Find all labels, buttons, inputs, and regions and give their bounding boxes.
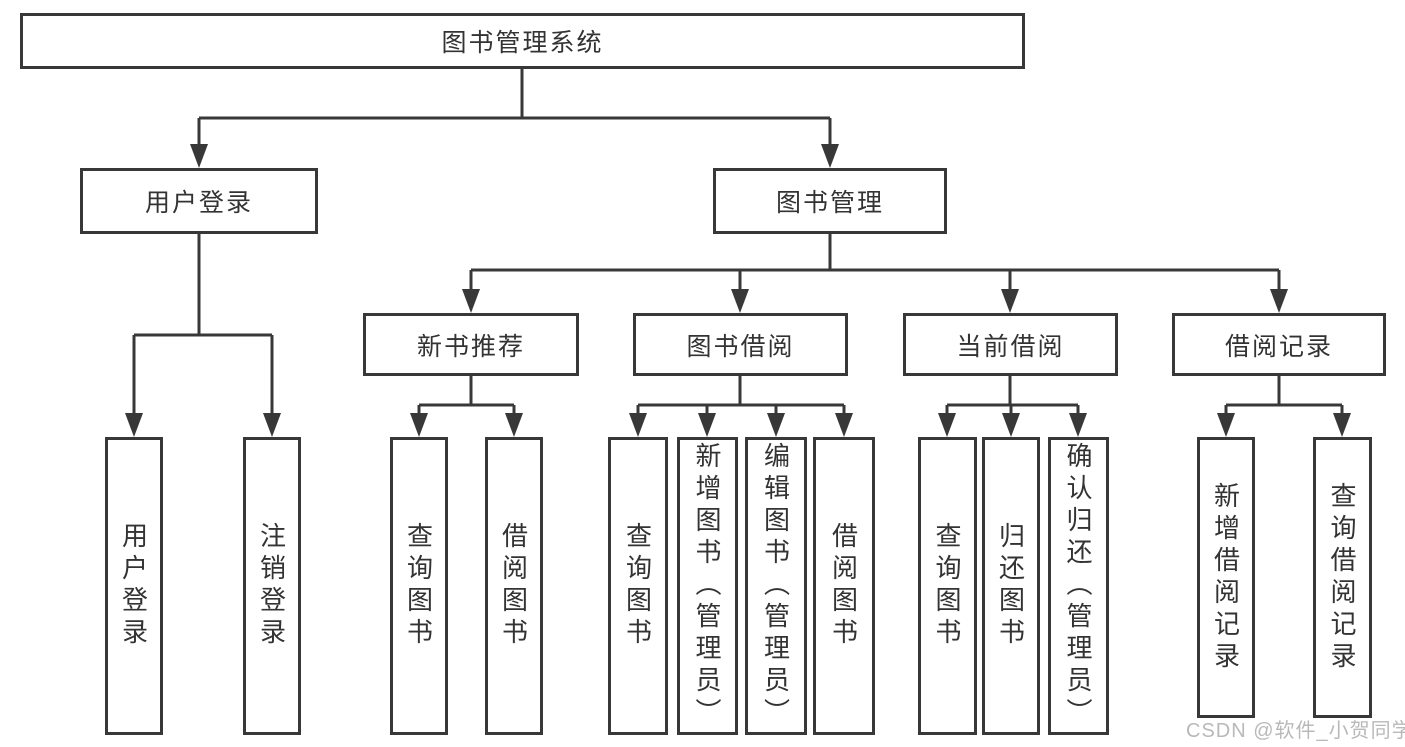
leaf-label: 查询图书 xyxy=(622,522,653,650)
node-label: 图书管理 xyxy=(775,189,884,217)
leaf-label: 查询借阅记录 xyxy=(1327,481,1357,674)
leaf-query-books-borrowing: 查询图书 xyxy=(608,437,668,735)
node-current-borrowing: 当前借阅 xyxy=(903,313,1118,376)
leaf-label: 确认归还（管理员） xyxy=(1063,442,1093,730)
node-label: 新书推荐 xyxy=(416,332,525,361)
leaf-user-login: 用户登录 xyxy=(105,437,163,735)
leaf-borrow-books-recommend: 借阅图书 xyxy=(485,437,543,735)
node-label: 当前借阅 xyxy=(956,332,1065,361)
watermark: CSDN @软件_小贺同学 xyxy=(1186,720,1405,742)
leaf-logout: 注销登录 xyxy=(243,437,301,735)
leaf-label: 新增借阅记录 xyxy=(1210,481,1241,674)
leaf-query-books-recommend: 查询图书 xyxy=(390,437,448,735)
leaf-label: 用户登录 xyxy=(118,522,149,650)
leaf-return-books: 归还图书 xyxy=(982,437,1040,735)
leaf-label: 查询图书 xyxy=(932,522,962,650)
node-book-borrowing: 图书借阅 xyxy=(633,313,848,376)
leaf-add-books-admin: 新增图书（管理员） xyxy=(677,437,738,735)
node-label: 图书管理系统 xyxy=(441,29,604,57)
leaf-label: 新增图书（管理员） xyxy=(692,442,722,730)
node-label: 图书借阅 xyxy=(686,332,795,361)
leaf-confirm-return-admin: 确认归还（管理员） xyxy=(1048,437,1109,735)
node-library-management-system: 图书管理系统 xyxy=(20,13,1025,69)
node-borrow-records: 借阅记录 xyxy=(1172,313,1386,376)
leaf-label: 借阅图书 xyxy=(498,522,529,650)
node-label: 用户登录 xyxy=(144,189,253,217)
node-book-management: 图书管理 xyxy=(713,168,947,234)
leaf-label: 编辑图书（管理员） xyxy=(760,442,791,730)
leaf-edit-books-admin: 编辑图书（管理员） xyxy=(745,437,807,735)
leaf-label: 查询图书 xyxy=(403,522,434,650)
leaf-query-books-current: 查询图书 xyxy=(918,437,977,735)
node-label: 借阅记录 xyxy=(1224,332,1333,361)
leaf-borrow-books: 借阅图书 xyxy=(813,437,875,735)
leaf-label: 注销登录 xyxy=(256,522,287,650)
leaf-label: 归还图书 xyxy=(995,522,1026,650)
leaf-add-borrow-record: 新增借阅记录 xyxy=(1197,437,1255,718)
node-new-book-recommend: 新书推荐 xyxy=(363,313,579,376)
leaf-label: 借阅图书 xyxy=(828,522,859,650)
node-user-login: 用户登录 xyxy=(80,168,318,234)
leaf-query-borrow-record: 查询借阅记录 xyxy=(1313,437,1372,718)
